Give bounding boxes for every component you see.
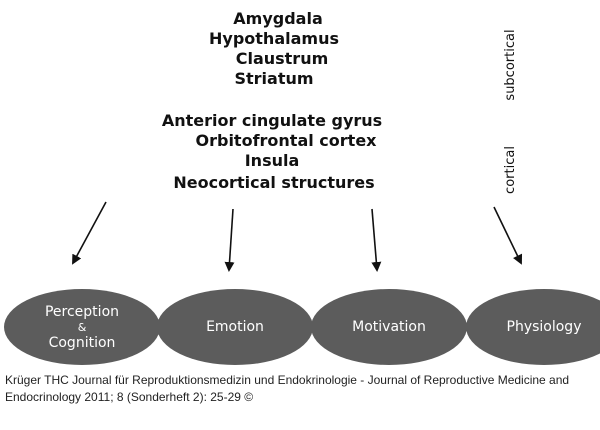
- arrow-to-perception: [72, 201, 107, 265]
- structure-anterior-cingulate-gyrus: Anterior cingulate gyrus: [161, 111, 383, 130]
- node-emotion-label: Emotion: [206, 319, 264, 335]
- arrow-to-emotion: [224, 208, 235, 272]
- source-caption: Krüger THC Journal für Reproduktionsmedi…: [5, 373, 570, 404]
- structure-neocortical-structures: Neocortical structures: [173, 173, 375, 192]
- arrow-to-physiology: [493, 206, 523, 265]
- node-physiology: Physiology: [466, 289, 600, 365]
- node-perception-cognition: Perception & Cognition: [4, 289, 160, 365]
- structure-claustrum: Claustrum: [235, 49, 329, 68]
- arrow-to-motivation: [371, 208, 382, 272]
- structure-orbitofrontal-cortex: Orbitofrontal cortex: [195, 131, 377, 150]
- node-ampersand-label: &: [77, 320, 87, 334]
- node-motivation-label: Motivation: [352, 319, 426, 335]
- node-perception-label: Perception: [44, 303, 120, 320]
- structure-insula: Insula: [244, 151, 300, 170]
- structure-hypothalamus: Hypothalamus: [209, 29, 339, 48]
- node-emotion: Emotion: [157, 289, 313, 365]
- structure-amygdala: Amygdala: [233, 9, 323, 28]
- node-motivation: Motivation: [311, 289, 467, 365]
- structure-striatum: Striatum: [234, 69, 314, 88]
- node-physiology-label: Physiology: [506, 319, 582, 335]
- node-cognition-label: Cognition: [48, 334, 116, 351]
